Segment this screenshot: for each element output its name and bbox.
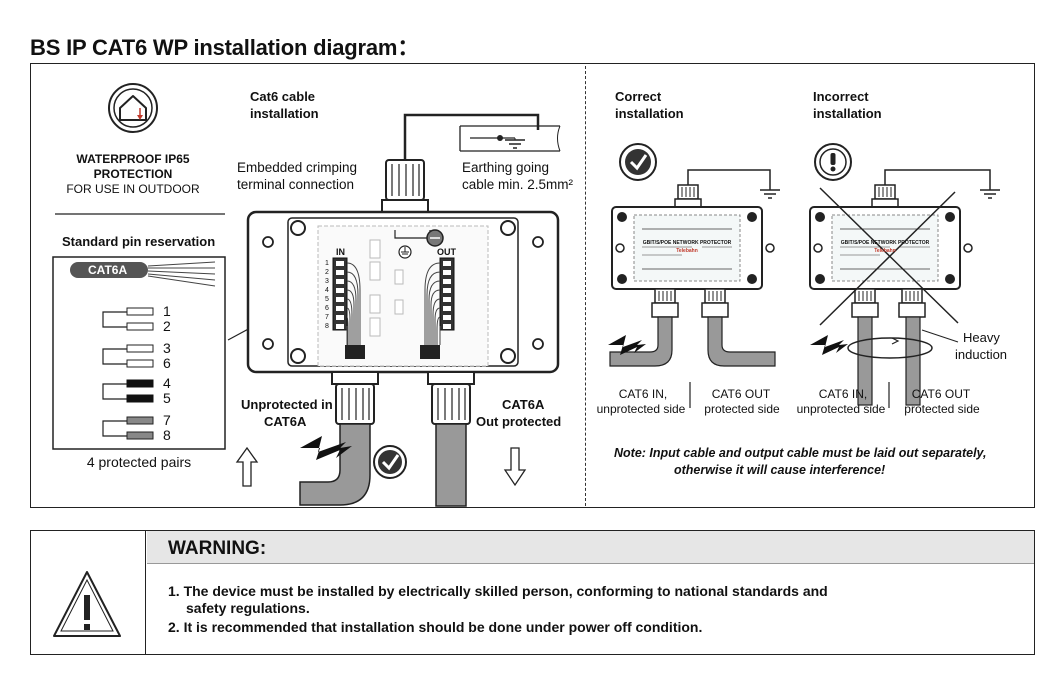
note-line-1: Note: Input cable and output cable must … — [614, 446, 987, 460]
pin-reservation-heading: Standard pin reservation — [62, 234, 216, 249]
warning-triangle-icon — [54, 570, 120, 638]
brand-label: Telebahn — [676, 248, 698, 254]
brand-label: Telebahn — [874, 248, 896, 254]
pin-label: 2 — [163, 318, 171, 334]
warning-title: WARNING: — [168, 538, 267, 559]
heavy-induction-label-2: induction — [955, 347, 1008, 362]
out-side-label-2: protected side — [704, 402, 780, 416]
note-line-2: otherwise it will cause interference! — [674, 463, 886, 477]
device-label: GBIT/S/POE NETWORK PROTECTOR — [840, 240, 930, 246]
heavy-induction-label: Heavy — [963, 330, 1000, 345]
in-terminal-label: IN — [336, 247, 345, 257]
protected-out-label: CAT6A — [502, 397, 545, 412]
in-side-label: CAT6 IN, — [818, 387, 868, 401]
terminal-number: 4 — [325, 287, 329, 294]
warning-line-1: 1. The device must be installed by elect… — [168, 583, 828, 599]
out-side-label-2: protected side — [904, 402, 980, 416]
terminal-number: 7 — [325, 314, 329, 321]
warning-line-2: 2. It is recommended that installation s… — [168, 619, 703, 635]
terminal-number: 3 — [325, 278, 329, 285]
out-terminal-label: OUT — [437, 247, 456, 257]
pin-label: 1 — [163, 303, 171, 319]
warning-header-bar — [147, 531, 1034, 564]
correct-heading: Correct — [615, 89, 662, 104]
out-side-label: CAT6 OUT — [911, 387, 971, 401]
pin-label: 5 — [163, 390, 171, 406]
section-divider — [585, 66, 586, 506]
unprotected-in-label: Unprotected in — [241, 397, 333, 412]
pin-label: 4 — [163, 375, 171, 391]
earthing-label-2: cable min. 2.5mm² — [462, 177, 574, 192]
in-side-label-2: unprotected side — [796, 402, 886, 416]
terminal-number: 6 — [325, 305, 329, 312]
in-side-label: CAT6 IN, — [618, 387, 668, 401]
out-side-label: CAT6 OUT — [711, 387, 771, 401]
warning-frame — [30, 530, 1035, 655]
terminal-number: 2 — [325, 269, 329, 276]
terminal-number: 8 — [325, 323, 329, 330]
correct-heading-2: installation — [615, 106, 684, 121]
pin-label: 3 — [163, 340, 171, 356]
earthing-label: Earthing going — [462, 160, 550, 175]
diagram-frame — [30, 63, 1035, 508]
terminal-number: 5 — [325, 296, 329, 303]
warning-line-1-cont: safety regulations. — [186, 600, 310, 616]
cable-label: CAT6A — [88, 263, 128, 277]
terminal-number: 1 — [325, 260, 329, 267]
warning-separator — [145, 531, 146, 654]
device-label: GBIT/S/POE NETWORK PROTECTOR — [642, 240, 732, 246]
protected-pairs-label: 4 protected pairs — [86, 454, 192, 470]
in-side-label-2: unprotected side — [596, 402, 686, 416]
waterproof-label: WATERPROOF IP65 — [76, 152, 190, 166]
crimp-label: Embedded crimping — [237, 160, 358, 175]
incorrect-heading-2: installation — [813, 106, 882, 121]
cat6-heading: Cat6 cable — [250, 89, 316, 104]
page-title: BS IP CAT6 WP installation diagram： — [30, 35, 420, 60]
pin-label: 8 — [163, 427, 171, 443]
pin-label: 7 — [163, 412, 171, 428]
protected-out-label-2: Out protected — [476, 414, 562, 429]
waterproof-label-2: PROTECTION — [93, 167, 173, 181]
pin-label: 6 — [163, 355, 171, 371]
unprotected-in-label-2: CAT6A — [264, 414, 307, 429]
crimp-label-2: terminal connection — [237, 177, 355, 192]
incorrect-heading: Incorrect — [813, 89, 869, 104]
outdoor-label: FOR USE IN OUTDOOR — [66, 182, 200, 196]
cat6-heading-2: installation — [250, 106, 319, 121]
